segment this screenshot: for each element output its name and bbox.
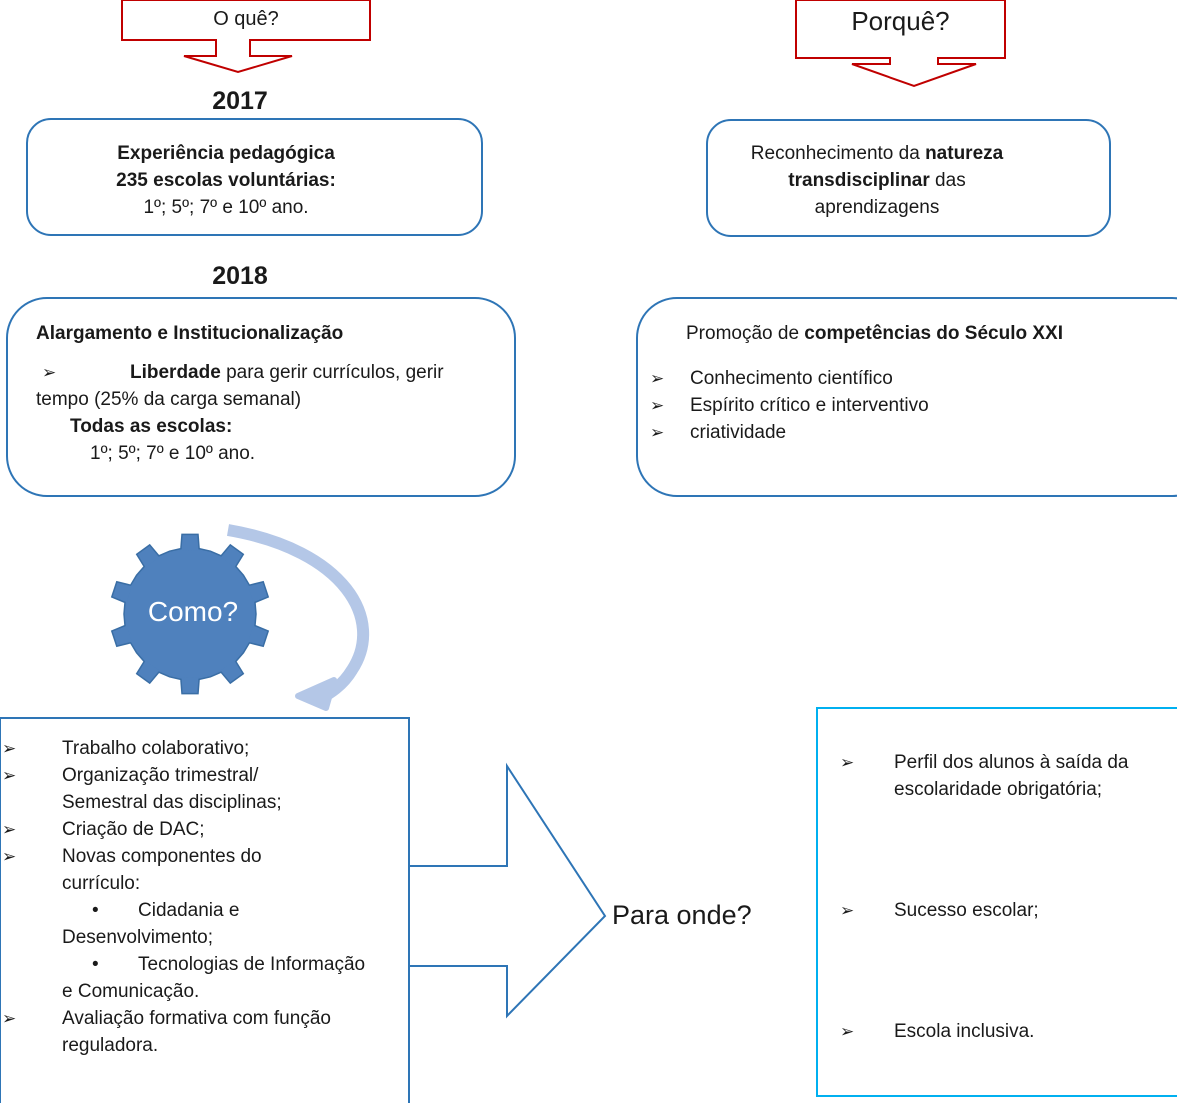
arrow-bullet-icon: ➢: [650, 396, 665, 415]
arrow-bullet-icon: ➢: [2, 739, 17, 758]
arrow-bullet-icon: ➢: [42, 363, 57, 382]
how-item: ➢Organização trimestral/: [2, 762, 408, 789]
how-item: ➢Novas componentes do: [2, 843, 408, 870]
arrow-bullet-icon: ➢: [650, 369, 665, 388]
arrow-bullet-icon: ➢: [840, 753, 855, 772]
why-label: Porquê?: [851, 6, 950, 36]
box-skills-text: Promoção de competências do Século XXI ➢…: [650, 320, 1177, 446]
how-item: ➢Criação de DAC;: [2, 816, 408, 843]
why-bold2: transdisciplinar: [788, 170, 930, 191]
box-why-shape: [706, 119, 1111, 237]
box-2018-item-bold: Liberdade: [130, 362, 221, 383]
box-skills-shape: [636, 297, 1177, 497]
arrow-bullet-icon: ➢: [840, 1022, 855, 1041]
box-how-text: ➢Trabalho colaborativo; ➢Organização tri…: [2, 735, 408, 1059]
why-pre: Reconhecimento da: [750, 143, 926, 164]
year-2017: 2017: [212, 87, 268, 115]
box-2018-shape: [6, 297, 516, 497]
box-2017-line3: 1º; 5º; 7º e 10º ano.: [143, 197, 309, 218]
where-item-cont: escolaridade obrigatória;: [894, 779, 1103, 800]
box-2018-item-rest: para gerir currículos, gerir: [220, 362, 444, 383]
why-post2: das: [929, 170, 966, 191]
how-subitem-cont: Desenvolvimento;: [62, 927, 214, 948]
how-item-cont: currículo:: [62, 873, 141, 894]
arrow-bullet-icon: ➢: [2, 847, 17, 866]
box-2017-line1: Experiência pedagógica: [117, 143, 335, 164]
box-where-text: ➢Perfil dos alunos à saída da escolarida…: [840, 749, 1177, 803]
how-item-cont: reguladora.: [62, 1035, 159, 1056]
where-box-shape: [816, 707, 1177, 1097]
arrow-bullet-icon: ➢: [650, 423, 665, 442]
skills-item: ➢criatividade: [650, 419, 1177, 446]
box-2017-shape: [26, 118, 483, 236]
box-2018-text: Alargamento e Institucionalização ➢ Libe…: [36, 320, 506, 467]
dot-bullet-icon: •: [92, 900, 99, 921]
where-item: ➢Perfil dos alunos à saída da: [840, 749, 1177, 776]
gear-shape: [110, 533, 270, 695]
skills-bold: competências do Século XXI: [804, 323, 1063, 344]
where-item: ➢Escola inclusiva.: [840, 1018, 1177, 1045]
big-arrow-shape: [409, 762, 607, 1019]
where-label: Para onde?: [612, 900, 752, 930]
skills-item: ➢Espírito crítico e interventivo: [650, 392, 1177, 419]
how-subitem: •Tecnologias de Informação: [8, 951, 408, 978]
how-item: ➢Trabalho colaborativo;: [2, 735, 408, 762]
how-box-shape: [0, 717, 410, 1103]
arrow-bullet-icon: ➢: [840, 901, 855, 920]
where-item: ➢Sucesso escolar;: [840, 897, 1177, 924]
why-line3: aprendizagens: [814, 197, 940, 218]
box-2017-text: Experiência pedagógica 235 escolas volun…: [30, 140, 470, 221]
box-2017-line2: 235 escolas voluntárias:: [116, 170, 336, 191]
box-2018-years: 1º; 5º; 7º e 10º ano.: [90, 443, 256, 464]
skills-item: ➢Conhecimento científico: [650, 365, 1177, 392]
what-label: O quê?: [213, 8, 279, 30]
arrow-bullet-icon: ➢: [2, 1009, 17, 1028]
skills-pre: Promoção de: [686, 323, 805, 344]
arrow-bullet-icon: ➢: [2, 766, 17, 785]
box-2018-all-schools: Todas as escolas:: [70, 416, 233, 437]
dot-bullet-icon: •: [92, 954, 99, 975]
how-subitem: •Cidadania e: [8, 897, 408, 924]
how-subitem-cont: e Comunicação.: [62, 981, 200, 1002]
arrow-bullet-icon: ➢: [2, 820, 17, 839]
box-2018-item-line2: tempo (25% da carga semanal): [36, 389, 302, 410]
why-callout-shape: [795, 0, 1006, 88]
year-2018: 2018: [212, 262, 268, 290]
curved-arrow-head: [295, 677, 337, 711]
box-why-text: Reconhecimento da natureza transdiscipli…: [707, 140, 1047, 221]
how-label: Como?: [147, 596, 239, 627]
gear-core: [126, 550, 254, 678]
what-callout-shape: [121, 0, 371, 74]
how-item: ➢Avaliação formativa com função: [2, 1005, 408, 1032]
how-item-cont: Semestral das disciplinas;: [62, 792, 282, 813]
box-2018-title: Alargamento e Institucionalização: [36, 323, 344, 344]
why-bold1: natureza: [925, 143, 1004, 164]
